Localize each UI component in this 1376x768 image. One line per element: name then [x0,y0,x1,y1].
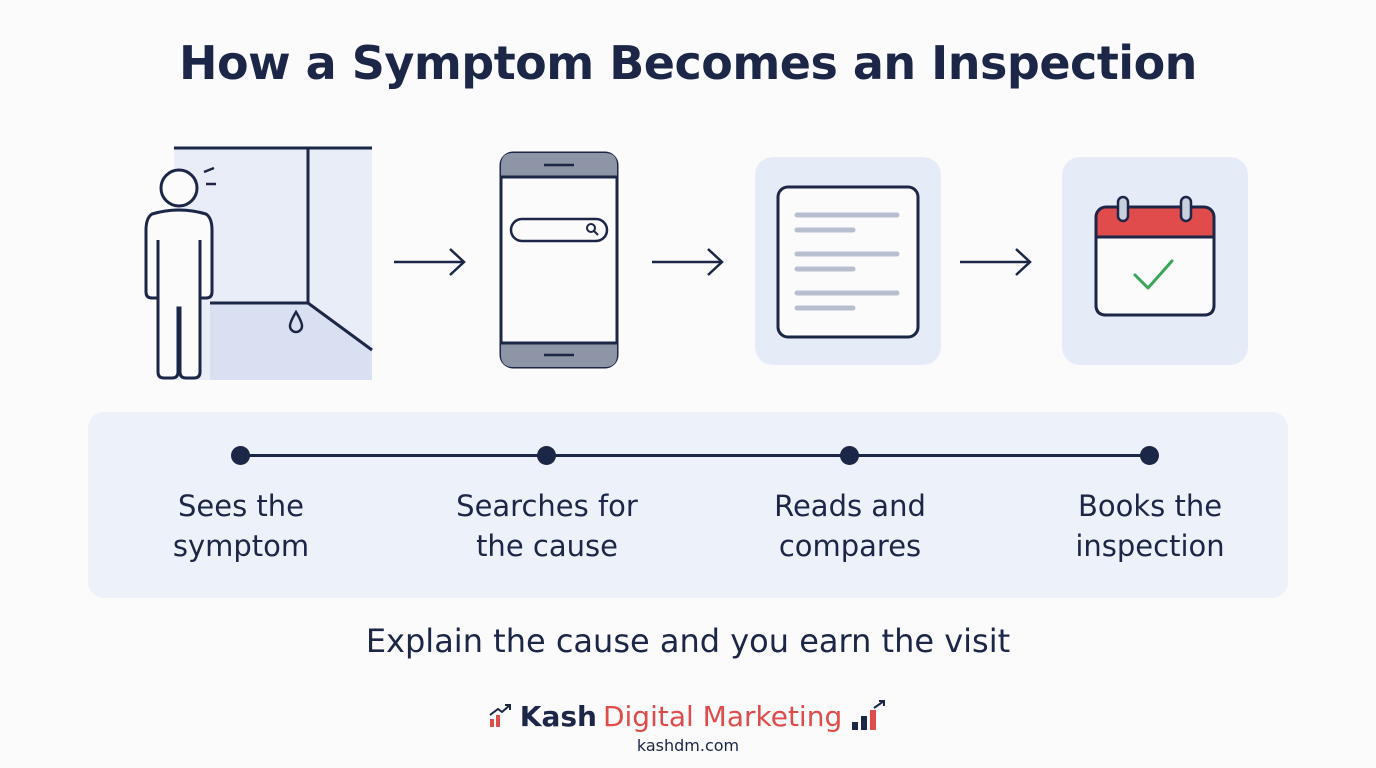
document-icon [755,157,941,365]
person-leak-icon [144,146,373,380]
step-label-sees-symptom: Sees the symptom [172,489,310,563]
timeline-dot [537,446,556,465]
arrow-right-icon [652,248,724,276]
step-label-searches-cause: Searches for the cause [456,489,638,563]
page-title: How a Symptom Becomes an Inspection [179,36,1197,90]
timeline-dot [1140,446,1159,465]
bar-chart-icon [852,700,886,730]
growth-chart-icon [489,704,511,727]
step-label-books-inspection: Books the inspection [1075,489,1225,563]
tagline: Explain the cause and you earn the visit [365,622,1011,660]
brand-url: kashdm.com [636,736,740,755]
step-label-reads-compares: Reads and compares [774,489,926,563]
brand-logo: Kash Digital Marketing [0,696,1376,736]
arrow-right-icon [960,248,1032,276]
timeline-panel: Sees the symptom Searches for the cause … [88,412,1288,598]
timeline-line [240,454,1150,457]
arrow-right-icon [394,248,466,276]
calendar-check-icon [1062,157,1248,365]
timeline-dot [231,446,250,465]
phone-search-icon [499,151,619,369]
timeline-dot [840,446,859,465]
brand-name-digital-marketing: Digital Marketing [602,699,843,733]
brand-name-kash: Kash [519,699,597,733]
